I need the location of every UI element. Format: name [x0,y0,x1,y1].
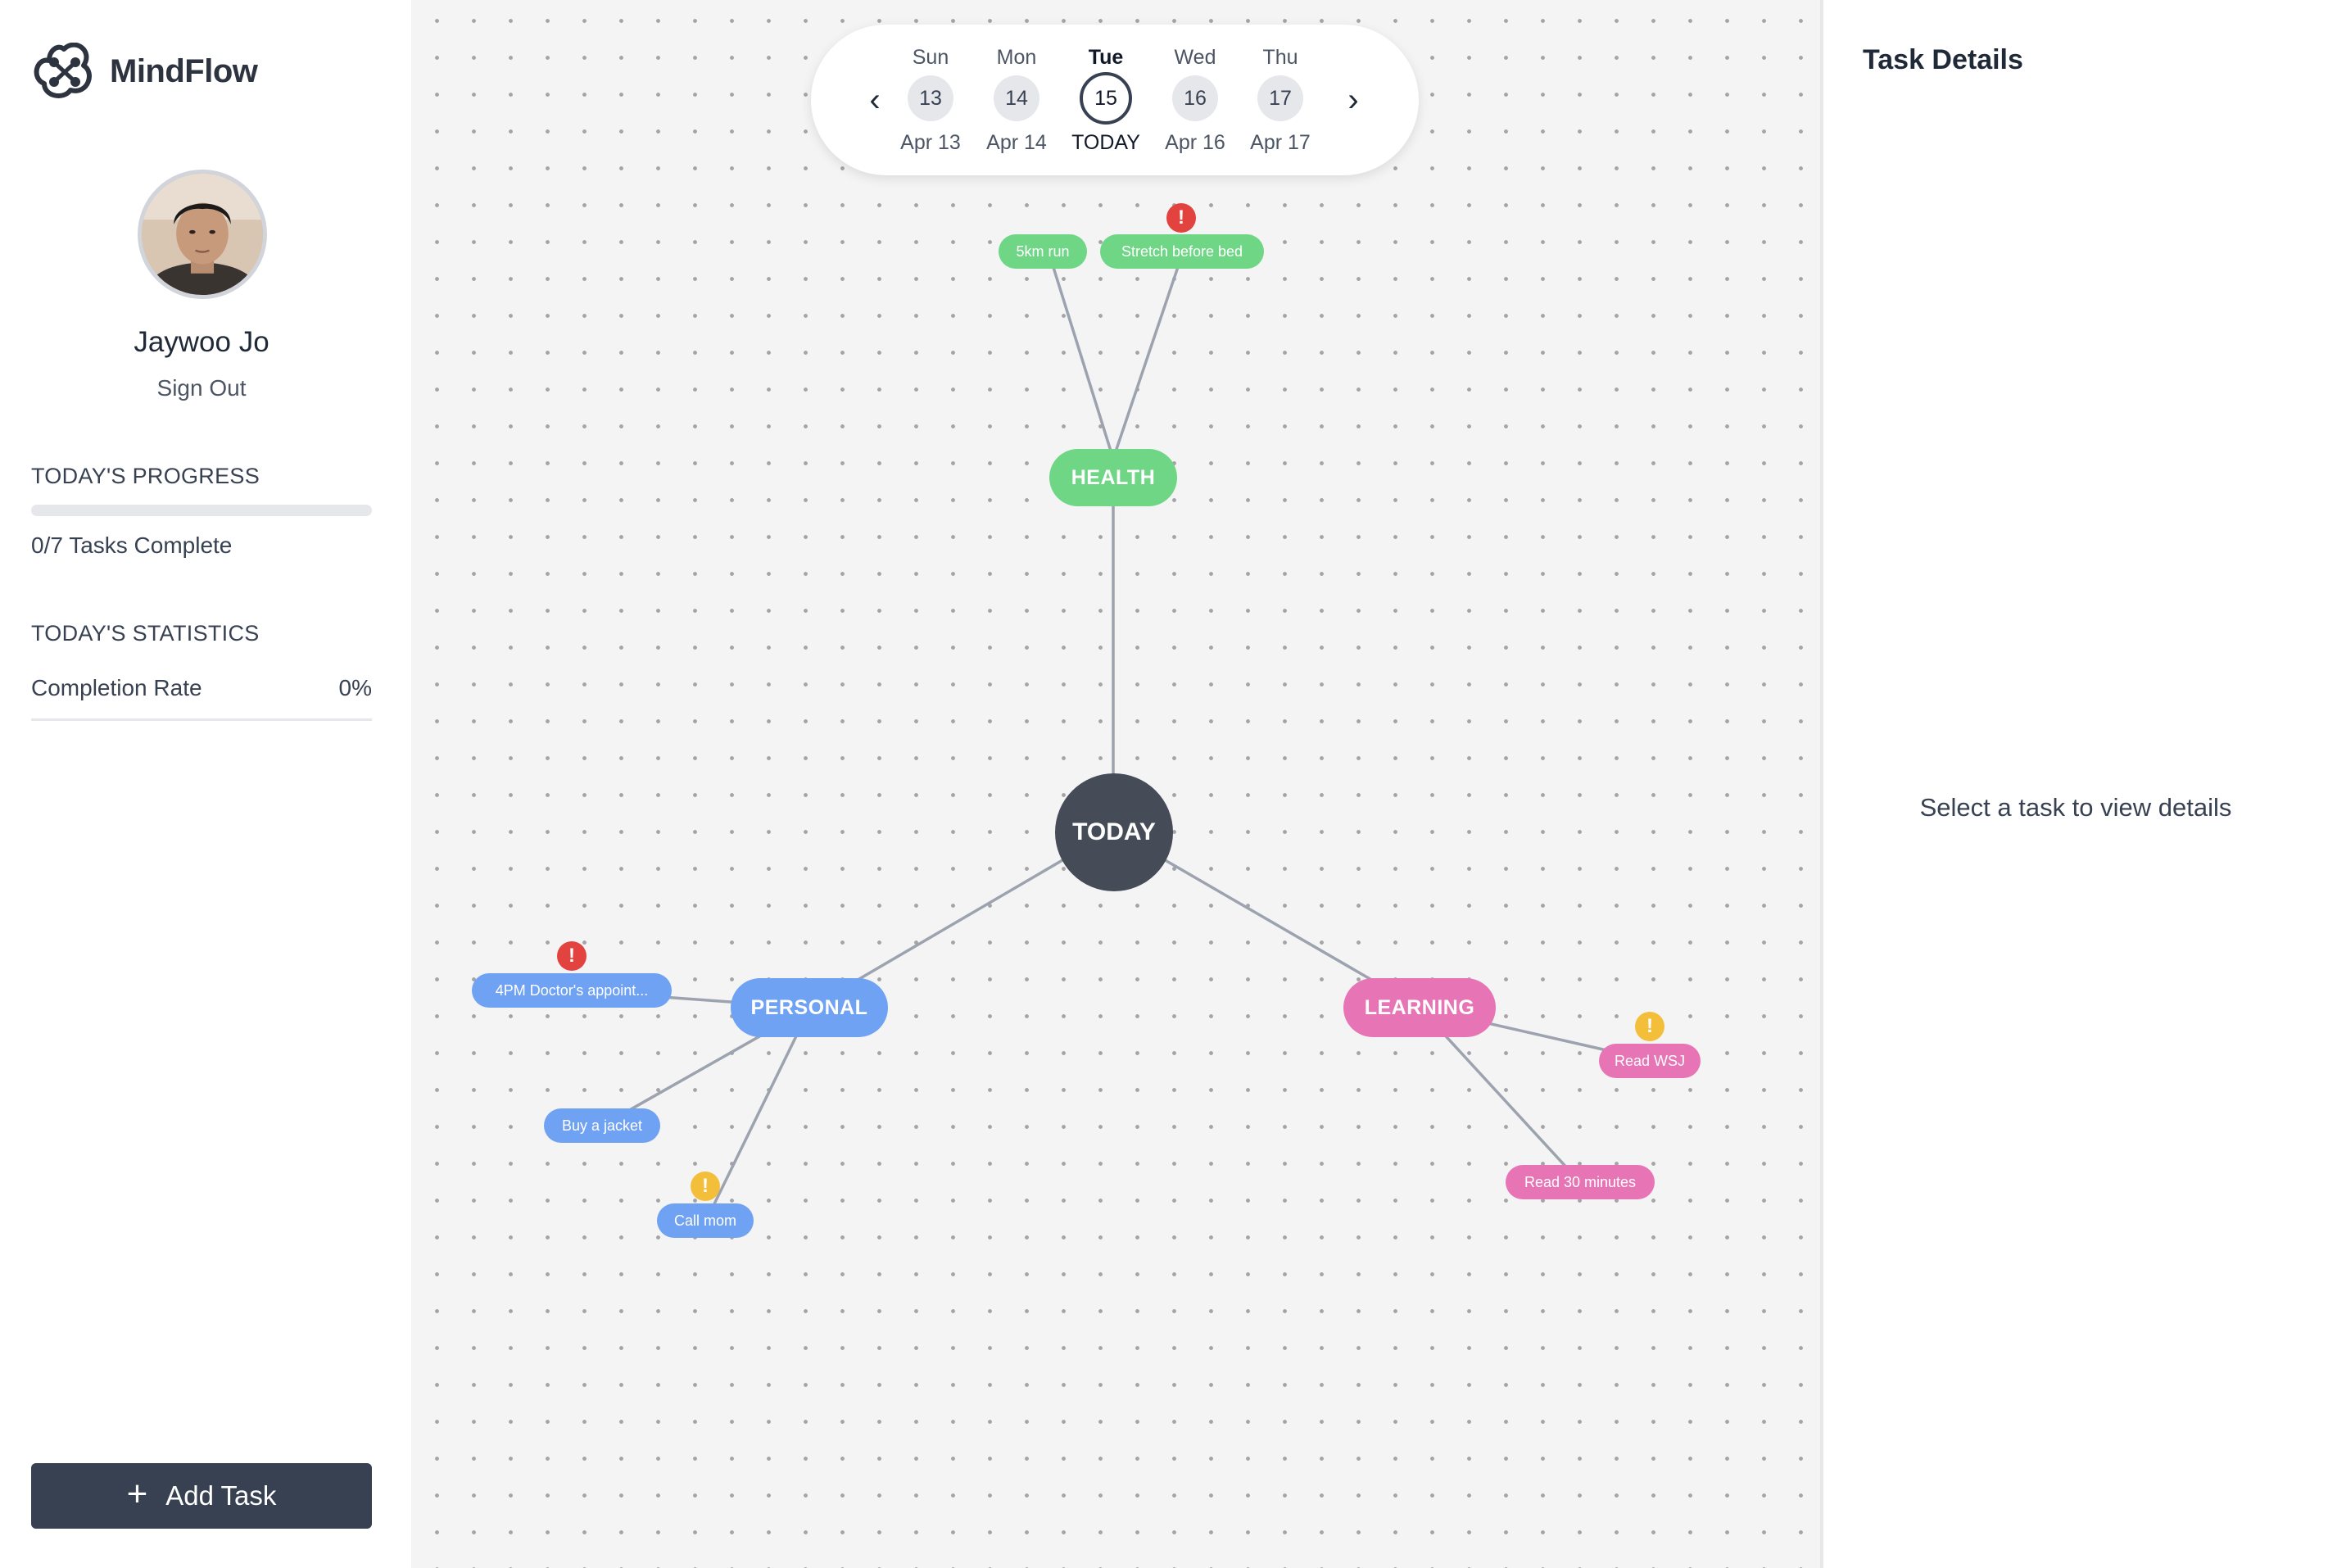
day-label: Apr 13 [900,131,961,154]
user-photo-icon [142,174,263,295]
plus-icon: + [126,1474,148,1514]
task-details-panel: Task Details Select a task to view detai… [1820,0,2328,1568]
category-personal[interactable]: PERSONAL [731,978,888,1037]
task-buy-a-jacket[interactable]: Buy a jacket [544,1108,660,1143]
user-name: Jaywoo Jo [134,326,269,358]
task-call-mom[interactable]: Call mom [657,1203,754,1238]
day-name: Mon [996,46,1037,69]
sign-out-link[interactable]: Sign Out [156,375,247,401]
day-label: TODAY [1071,131,1140,154]
category-health[interactable]: HEALTH [1049,449,1177,506]
date-sun-13[interactable]: Sun 13 Apr 13 [885,43,976,159]
add-task-button[interactable]: + Add Task [31,1463,372,1529]
day-label: Apr 17 [1250,131,1311,154]
task-read-wsj[interactable]: Read WSJ [1599,1044,1701,1078]
task-read-30-minutes[interactable]: Read 30 minutes [1506,1165,1655,1199]
app-name: MindFlow [110,52,258,89]
day-number: 16 [1172,75,1218,121]
day-label: Apr 16 [1165,131,1225,154]
high-priority-alert-icon: ! [1166,203,1196,233]
day-name: Sun [912,46,949,69]
task-details-empty-state: Select a task to view details [1919,793,2232,822]
high-priority-alert-icon: ! [557,941,587,971]
edge-health-run [1050,261,1115,460]
date-wed-16[interactable]: Wed 16 Apr 16 [1150,43,1240,159]
sidebar: MindFlow Jaywoo Jo Sign Out TODAY'S PROG… [0,0,411,1568]
progress-heading: TODAY'S PROGRESS [31,464,260,488]
date-tue-15-today[interactable]: Tue 15 TODAY [1061,43,1151,159]
day-number: 15 [1080,72,1132,125]
statistics-heading: TODAY'S STATISTICS [31,621,260,646]
day-name: Thu [1262,46,1298,69]
completion-rate-row: Completion Rate 0% [31,675,372,721]
day-number: 17 [1257,75,1303,121]
medium-priority-alert-icon: ! [1635,1012,1664,1041]
date-selector: ‹ Sun 13 Apr 13 Mon 14 Apr 14 Tue 15 TOD… [811,25,1419,175]
day-label: Apr 14 [986,131,1047,154]
day-name: Wed [1174,46,1216,69]
app-logo[interactable]: MindFlow [33,43,258,100]
task-stretch-before-bed[interactable]: Stretch before bed [1100,234,1264,269]
task-5km-run[interactable]: 5km run [999,234,1087,269]
day-name: Tue [1088,46,1124,69]
day-number: 13 [908,75,953,121]
completion-rate-label: Completion Rate [31,675,202,700]
date-thu-17[interactable]: Thu 17 Apr 17 [1235,43,1325,159]
task-doctors-appointment[interactable]: 4PM Doctor's appoint... [472,973,672,1008]
progress-bar [31,505,372,516]
progress-text: 0/7 Tasks Complete [31,532,233,558]
category-learning[interactable]: LEARNING [1343,978,1496,1037]
mindmap-canvas[interactable]: ‹ Sun 13 Apr 13 Mon 14 Apr 14 Tue 15 TOD… [411,0,1820,1568]
task-details-title: Task Details [1863,44,2023,75]
completion-rate-value: 0% [338,675,372,700]
edge-health-stretch [1112,261,1181,460]
date-mon-14[interactable]: Mon 14 Apr 14 [972,43,1062,159]
medium-priority-alert-icon: ! [691,1171,720,1201]
next-dates-chevron-right-icon[interactable]: › [1347,81,1359,118]
prev-dates-chevron-left-icon[interactable]: ‹ [869,81,881,118]
avatar[interactable] [138,170,267,299]
mindflow-logo-icon [34,43,92,98]
edge-personal-mom [704,1007,812,1221]
today-center-node[interactable]: TODAY [1055,773,1173,891]
day-number: 14 [994,75,1039,121]
add-task-label: Add Task [165,1480,277,1511]
